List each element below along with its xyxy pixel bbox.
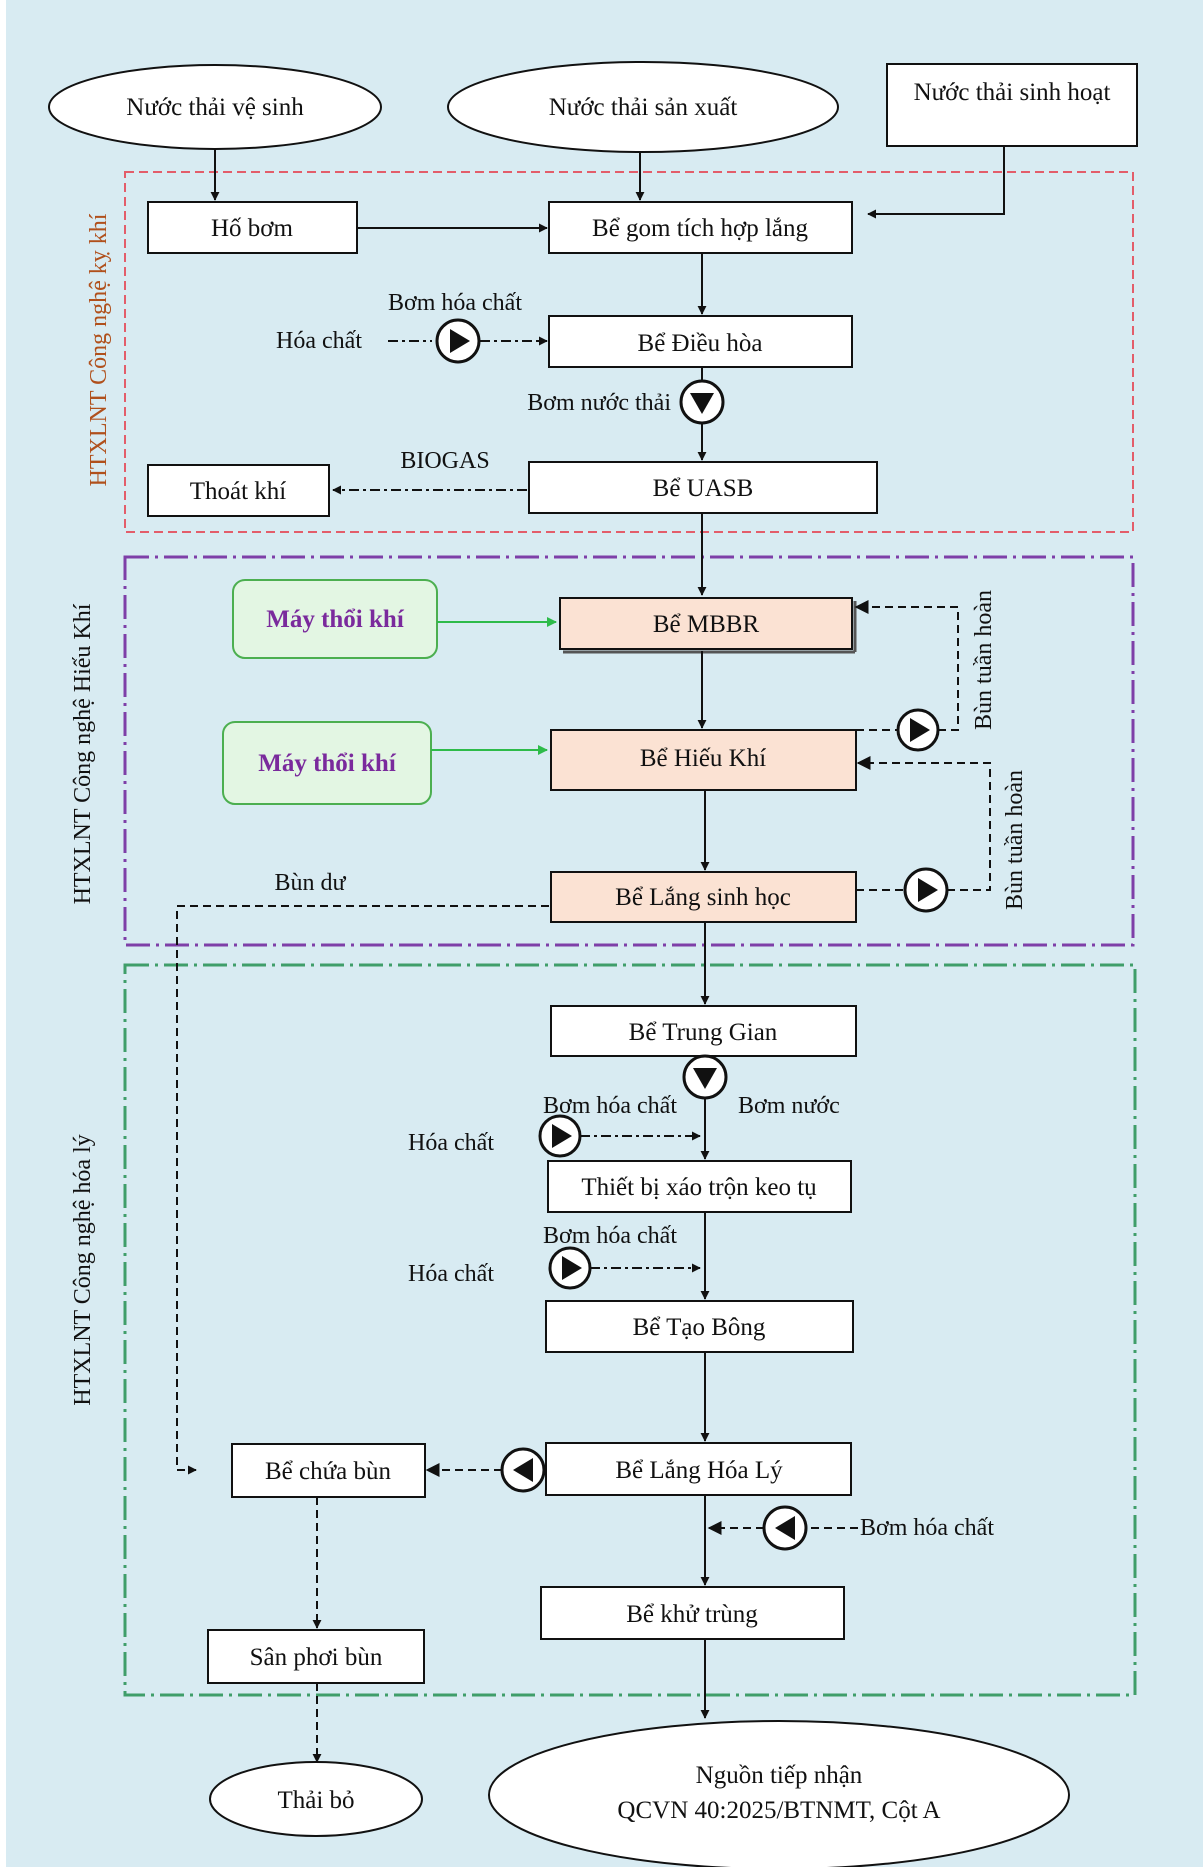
chem-pump-icon-3-glyph — [562, 1256, 582, 1280]
section-aerobic-frame — [123, 555, 1135, 947]
tank-aerobic-text: Bể Hiếu Khí — [640, 745, 766, 772]
tank-sludge — [231, 1443, 426, 1498]
water-pump-label: Bơm nước — [738, 1093, 840, 1119]
output-receiver-line1: Nguồn tiếp nhận — [696, 1762, 863, 1789]
output-discard — [209, 1761, 423, 1837]
source-production-text: Nước thải sản xuất — [549, 94, 738, 121]
section-anaerobic-frame — [124, 171, 1134, 533]
tank-collection — [548, 201, 853, 254]
arrow-domestic-collection — [867, 146, 1005, 219]
section-physchem-frame — [123, 963, 1137, 1697]
tank-drying-bed — [207, 1629, 425, 1684]
tank-mbbr-text: Bể MBBR — [653, 611, 760, 638]
wastewater-pump-label: Bơm nước thải — [527, 390, 671, 416]
tank-uasb-text: Bể UASB — [653, 475, 754, 502]
tank-equalization — [548, 315, 853, 368]
chemical-label-2: Hóa chất — [408, 1130, 494, 1156]
tank-disinfection — [540, 1586, 845, 1640]
tank-bio-settling-text: Bể Lắng sinh học — [615, 884, 791, 911]
chem-pump-label-3: Bơm hóa chất — [543, 1223, 677, 1249]
blower-1 — [232, 579, 438, 659]
tank-chem-settling — [545, 1442, 852, 1496]
diagram-background — [6, 0, 1203, 1867]
chem-pump-icon-2-glyph — [552, 1124, 572, 1148]
tank-mixer — [547, 1160, 852, 1213]
blower-1-text: Máy thổi khí — [266, 606, 405, 633]
recirc-2-line-b — [856, 756, 991, 891]
source-sanitary-text: Nước thải vệ sinh — [126, 94, 304, 121]
output-receiver-line2: QCVN 40:2025/BTNMT, Cột A — [617, 1797, 940, 1824]
tank-pump-pit-text: Hố bơm — [211, 215, 294, 242]
tank-drying-bed-text: Sân phơi bùn — [250, 1644, 383, 1671]
chemical-label-3: Hóa chất — [408, 1261, 494, 1287]
tank-collection-text: Bể gom tích hợp lắng — [592, 215, 808, 242]
tank-equalization-text: Bể Điều hòa — [638, 330, 763, 357]
tank-bio-settling — [550, 871, 857, 923]
chem-pump-label-4: Bơm hóa chất — [860, 1515, 994, 1541]
recirc-1-pump-icon-glyph — [910, 718, 930, 742]
chem-pump-icon-1-glyph — [450, 329, 470, 353]
tank-chem-settling-text: Bể Lắng Hóa Lý — [615, 1457, 783, 1484]
chem-pump-label-1: Bơm hóa chất — [388, 290, 522, 316]
sludge-pump-icon-glyph — [513, 1458, 533, 1482]
tank-gas-vent — [147, 464, 330, 517]
water-pump-icon-glyph — [693, 1068, 717, 1089]
recirc-1-line-b — [854, 600, 959, 731]
recirc-1-label: Bùn tuần hoàn — [971, 590, 997, 730]
recirc-2-label: Bùn tuần hoàn — [1002, 770, 1028, 910]
section-anaerobic-label: HTXLNT Công nghệ kỵ khí — [86, 213, 112, 486]
output-receiver — [488, 1720, 1070, 1867]
tank-intermediate-text: Bể Trung Gian — [629, 1019, 778, 1046]
tank-flocculation-text: Bể Tạo Bông — [633, 1314, 766, 1341]
excess-sludge-line — [176, 905, 549, 1475]
tank-mixer-text: Thiết bị xáo trộn keo tụ — [581, 1174, 817, 1201]
blower-2 — [222, 721, 432, 805]
tank-disinfection-text: Bể khử trùng — [626, 1601, 758, 1628]
source-production — [447, 61, 839, 153]
recirc-2-pump-icon-glyph — [918, 878, 938, 902]
source-domestic — [886, 63, 1138, 147]
blower-2-text: Máy thổi khí — [258, 750, 397, 777]
wastewater-pump-icon-glyph — [690, 393, 714, 414]
excess-sludge-label: Bùn dư — [274, 870, 346, 896]
section-aerobic-label: HTXLNT Công nghệ Hiếu Khí — [70, 603, 96, 904]
source-domestic-text: Nước thải sinh hoạt — [914, 79, 1111, 106]
section-physchem-label: HTXLNT Công nghệ hóa lý — [70, 1134, 96, 1406]
chemical-label-1: Hóa chất — [276, 328, 362, 354]
chem-pump-label-2: Bơm hóa chất — [543, 1093, 677, 1119]
tank-sludge-text: Bể chứa bùn — [265, 1458, 392, 1485]
biogas-label: BIOGAS — [400, 448, 489, 474]
tank-flocculation — [545, 1300, 854, 1353]
output-discard-text: Thải bỏ — [277, 1787, 354, 1814]
tank-intermediate — [550, 1005, 857, 1057]
tank-mbbr — [559, 597, 853, 650]
tank-aerobic — [550, 729, 857, 791]
tank-uasb — [528, 461, 878, 514]
chem-pump-icon-4-glyph — [775, 1516, 795, 1540]
tank-gas-vent-text: Thoát khí — [190, 478, 287, 505]
